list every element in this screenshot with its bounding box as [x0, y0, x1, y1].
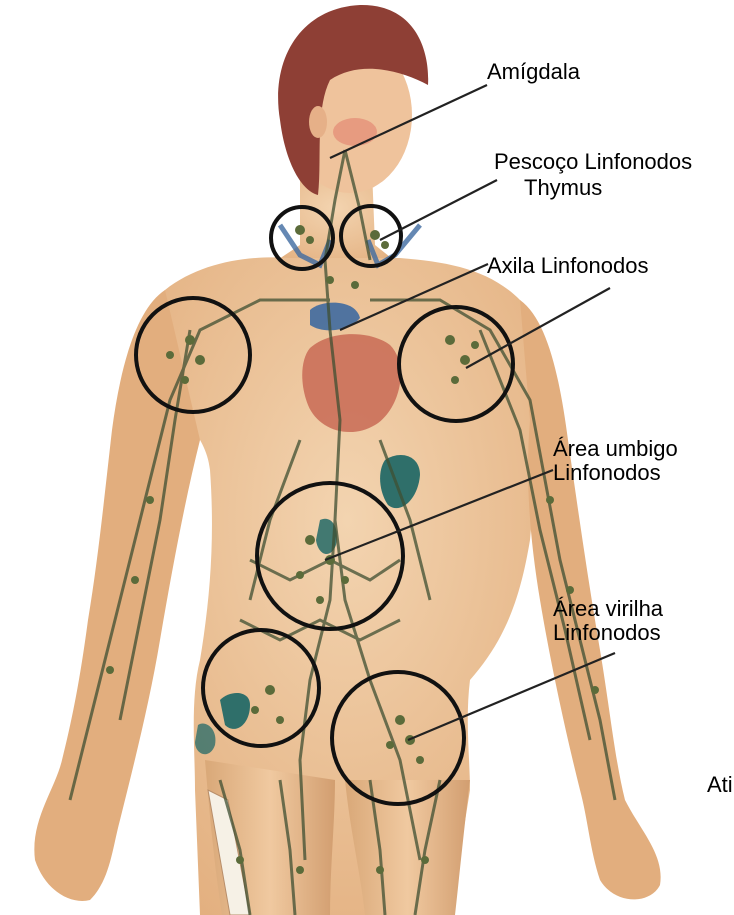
neck-nodes-label: Pescoço Linfonodos — [494, 150, 692, 174]
tonsil-label: Amígdala — [487, 60, 580, 84]
neck-leader — [380, 180, 497, 240]
groin-label-line1: Área virilha — [553, 597, 663, 621]
cut-off-text: Ati — [707, 773, 733, 797]
thymus-label: Thymus — [524, 176, 602, 200]
groin-label-line2: Linfonodos — [553, 621, 663, 645]
navel-label-line2: Linfonodos — [553, 461, 678, 485]
axilla-nodes-label: Axila Linfonodos — [487, 254, 648, 278]
navel-nodes-label: Área umbigo Linfonodos — [553, 437, 678, 485]
groin-nodes-label: Área virilha Linfonodos — [553, 597, 663, 645]
navel-label-line1: Área umbigo — [553, 437, 678, 461]
